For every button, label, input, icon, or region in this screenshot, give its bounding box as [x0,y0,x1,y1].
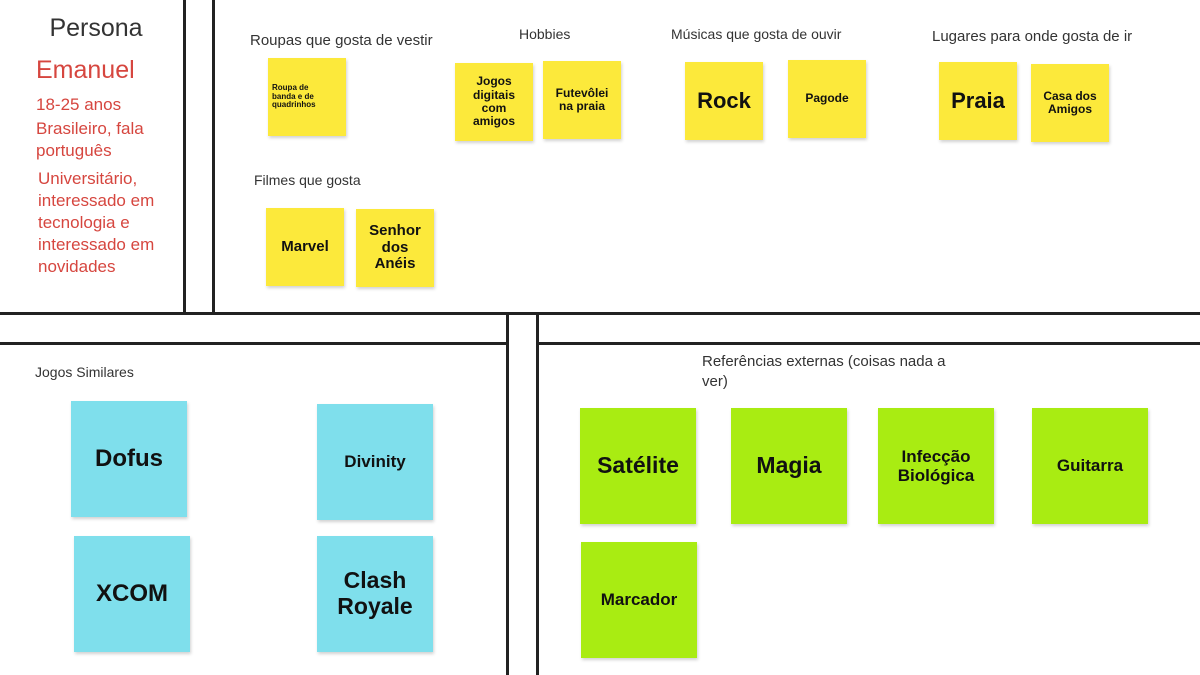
note-ref-guitar[interactable]: Guitarra [1032,408,1148,524]
divider-vertical-bottom-right [536,314,539,675]
note-clothes-line2: banda e de [272,91,314,101]
section-label-external-refs-line1: Referências externas (coisas nada a [702,353,946,370]
persona-bio-line4: interessado em [38,235,155,254]
section-label-clothes: Roupas que gosta de vestir [250,32,433,49]
section-label-similar-games: Jogos Similares [35,364,134,380]
note-game-4-line1: Clash [343,567,407,594]
note-hobby-1-line4: amigos [472,114,515,129]
note-music-pagode[interactable]: Pagode [788,60,866,138]
persona-bio-line1: Universitário, [38,169,138,188]
section-label-external-refs-line2: ver) [702,373,728,390]
section-label-places: Lugares para onde gosta de ir [932,28,1133,45]
note-ref-3-line1: Infecção [901,446,971,466]
persona-age: 18-25 anos [36,95,122,114]
note-game-4-line2: Royale [337,593,413,619]
note-hobby-1-line1: Jogos [476,74,512,89]
note-hobby-2-line2: na praia [558,99,606,113]
note-place-beach[interactable]: Praia [939,62,1017,140]
divider-vertical-bottom-left [506,314,509,675]
divider-horizontal-bottom-left [0,342,508,345]
note-hobby-digital-games[interactable]: Jogos digitais com amigos [455,63,533,141]
note-ref-marker[interactable]: Marcador [581,542,697,658]
section-label-movies: Filmes que gosta [254,172,361,188]
note-movie-2-line1: Senhor [369,221,421,239]
divider-vertical-persona-2 [212,0,215,314]
note-hobby-1-line3: com [481,101,507,115]
note-place-friends-house[interactable]: Casa dos Amigos [1031,64,1109,142]
note-ref-3-line2: Biológica [897,466,975,485]
note-place-2-line2: Amigos [1047,102,1092,116]
note-ref-magic[interactable]: Magia [731,408,847,524]
note-music-rock[interactable]: Rock [685,62,763,140]
note-hobby-2-line1: Futevôlei [555,85,609,100]
note-place-2-line1: Casa dos [1043,88,1097,103]
persona-name: Emanuel [36,56,135,84]
persona-bio-line2: interessado em [38,191,155,210]
persona-origin-line1: Brasileiro, fala [36,119,144,138]
note-hobby-footvolley[interactable]: Futevôlei na praia [543,61,621,139]
note-clothes-line3: quadrinhos [272,100,316,110]
note-movie-lotr[interactable]: Senhor dos Anéis [356,209,434,287]
note-ref-biological-infection[interactable]: Infecção Biológica [878,408,994,524]
persona-title: Persona [49,14,143,42]
section-label-music: Músicas que gosta de ouvir [671,26,842,42]
persona-origin-line2: português [36,141,112,160]
divider-vertical-persona [183,0,186,314]
section-label-hobbies: Hobbies [519,26,571,42]
note-movie-2-line3: Anéis [374,255,416,273]
note-clothes-line1: Roupa de [272,82,309,92]
note-hobby-1-line2: digitais [472,87,515,102]
note-game-clash-royale[interactable]: Clash Royale [317,536,433,652]
note-game-dofus[interactable]: Dofus [71,401,187,517]
note-ref-satellite[interactable]: Satélite [580,408,696,524]
persona-bio-line5: novidades [38,257,116,276]
note-game-xcom[interactable]: XCOM [74,536,190,652]
note-game-divinity[interactable]: Divinity [317,404,433,520]
divider-horizontal-bottom-right [537,342,1200,345]
note-movie-marvel[interactable]: Marvel [266,208,344,286]
persona-bio-line3: tecnologia e [38,213,130,232]
note-movie-2-line2: dos [381,238,409,256]
note-clothes-band-comics[interactable]: Roupa de banda e de quadrinhos [268,58,346,136]
divider-horizontal-top [0,312,1200,315]
